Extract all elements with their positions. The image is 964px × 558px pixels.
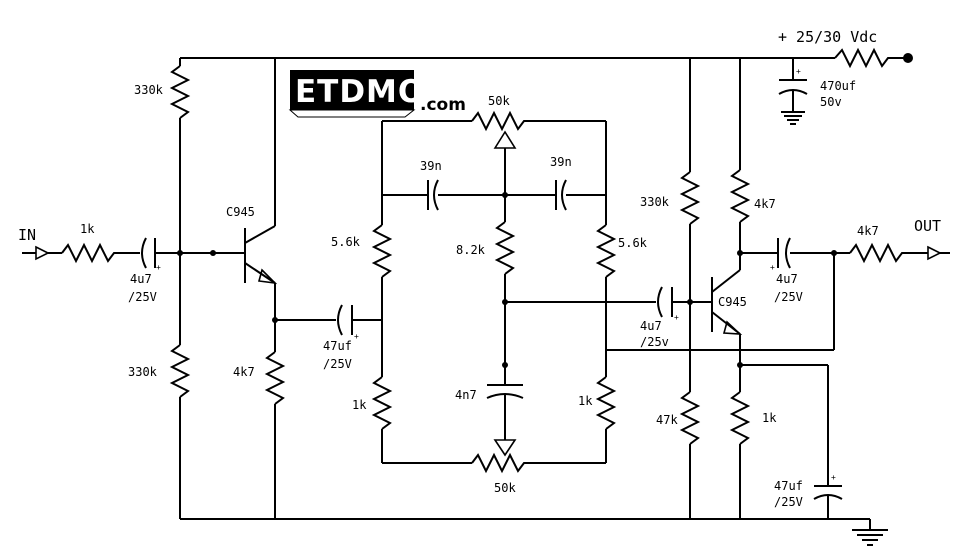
r-bias-top-label: 330k [134, 83, 164, 97]
ground-symbol [852, 529, 888, 546]
r1k-emitter2-label: 1k [762, 411, 777, 425]
supply-capacitor: + 470uf 50v [778, 58, 856, 125]
pot-top-label: 50k [488, 94, 510, 108]
c-out-voltage: /25V [774, 290, 803, 304]
supply-terminal [903, 53, 913, 63]
transistor-q2: C945 [711, 269, 747, 335]
c4n7-label: 4n7 [455, 388, 477, 402]
output-label: OUT [914, 217, 941, 235]
supply-rail: + 25/30 Vdc [180, 28, 913, 546]
c-couple-label: 47uf [323, 339, 352, 353]
c-supply-voltage: 50v [820, 95, 842, 109]
c-emitter2-label: 47uf [774, 479, 803, 493]
input-label: IN [18, 226, 36, 244]
transistor-q1: C945 4k7 + 47uf /25V [226, 58, 382, 519]
r4k7-collector-label: 4k7 [754, 197, 776, 211]
logo-text: ETDMO [295, 74, 425, 110]
c39-left-label: 39n [420, 159, 442, 173]
r82-label: 8.2k [456, 243, 486, 257]
q1-label: C945 [226, 205, 255, 219]
pot-top-wiper [493, 130, 517, 149]
svg-text:+: + [796, 67, 801, 76]
svg-text:+: + [770, 263, 775, 272]
c-in-voltage: /25V [128, 290, 157, 304]
svg-text:+: + [354, 332, 359, 341]
r47k-label: 47k [656, 413, 678, 427]
r56-left-label: 5.6k [331, 235, 361, 249]
r1k-right-label: 1k [578, 394, 593, 408]
pot-bot-wiper [493, 439, 517, 457]
logo-suffix: .com [420, 95, 466, 115]
pot-bot [471, 452, 606, 474]
c-in-label: 4u7 [130, 272, 152, 286]
output-arrow [927, 245, 942, 261]
supply-label: + 25/30 Vdc [778, 28, 877, 46]
output-stage: + 4u7 /25v 330k 47k C945 4k7 1k [606, 58, 950, 519]
c-couple-voltage: /25V [323, 357, 352, 371]
r56-right-label: 5.6k [618, 236, 648, 250]
pot-bot-label: 50k [494, 481, 516, 495]
r-out [849, 242, 928, 264]
c-q2-in-label: 4u7 [640, 319, 662, 333]
tone-stack: 50k 5.6k 1k 5.6k 1k 39n 39n 8.2k [331, 94, 656, 495]
c-out-label: 4u7 [776, 272, 798, 286]
r-emitter1-label: 4k7 [233, 365, 255, 379]
bias-divider: 330k 330k [128, 58, 191, 519]
r-out-label: 4k7 [857, 224, 879, 238]
r1k-left-label: 1k [352, 398, 367, 412]
pot-top [471, 110, 606, 132]
input-arrow [35, 245, 50, 261]
etdmo-logo: ETDMO .com [288, 70, 466, 118]
c-supply-label: 470uf [820, 79, 856, 93]
r-in [61, 242, 140, 264]
r-bias-bot-label: 330k [128, 365, 158, 379]
c39-right-label: 39n [550, 155, 572, 169]
svg-text:+: + [674, 313, 679, 322]
c-emitter2-voltage: /25V [774, 495, 803, 509]
r-in-label: 1k [80, 222, 95, 236]
input-stage: IN 1k + 4u7 /25V [18, 222, 245, 304]
svg-text:+: + [156, 263, 161, 272]
q2-label: C945 [718, 295, 747, 309]
r330k-right-label: 330k [640, 195, 670, 209]
c-q2-in-voltage: /25v [640, 335, 669, 349]
svg-text:+: + [831, 473, 836, 482]
